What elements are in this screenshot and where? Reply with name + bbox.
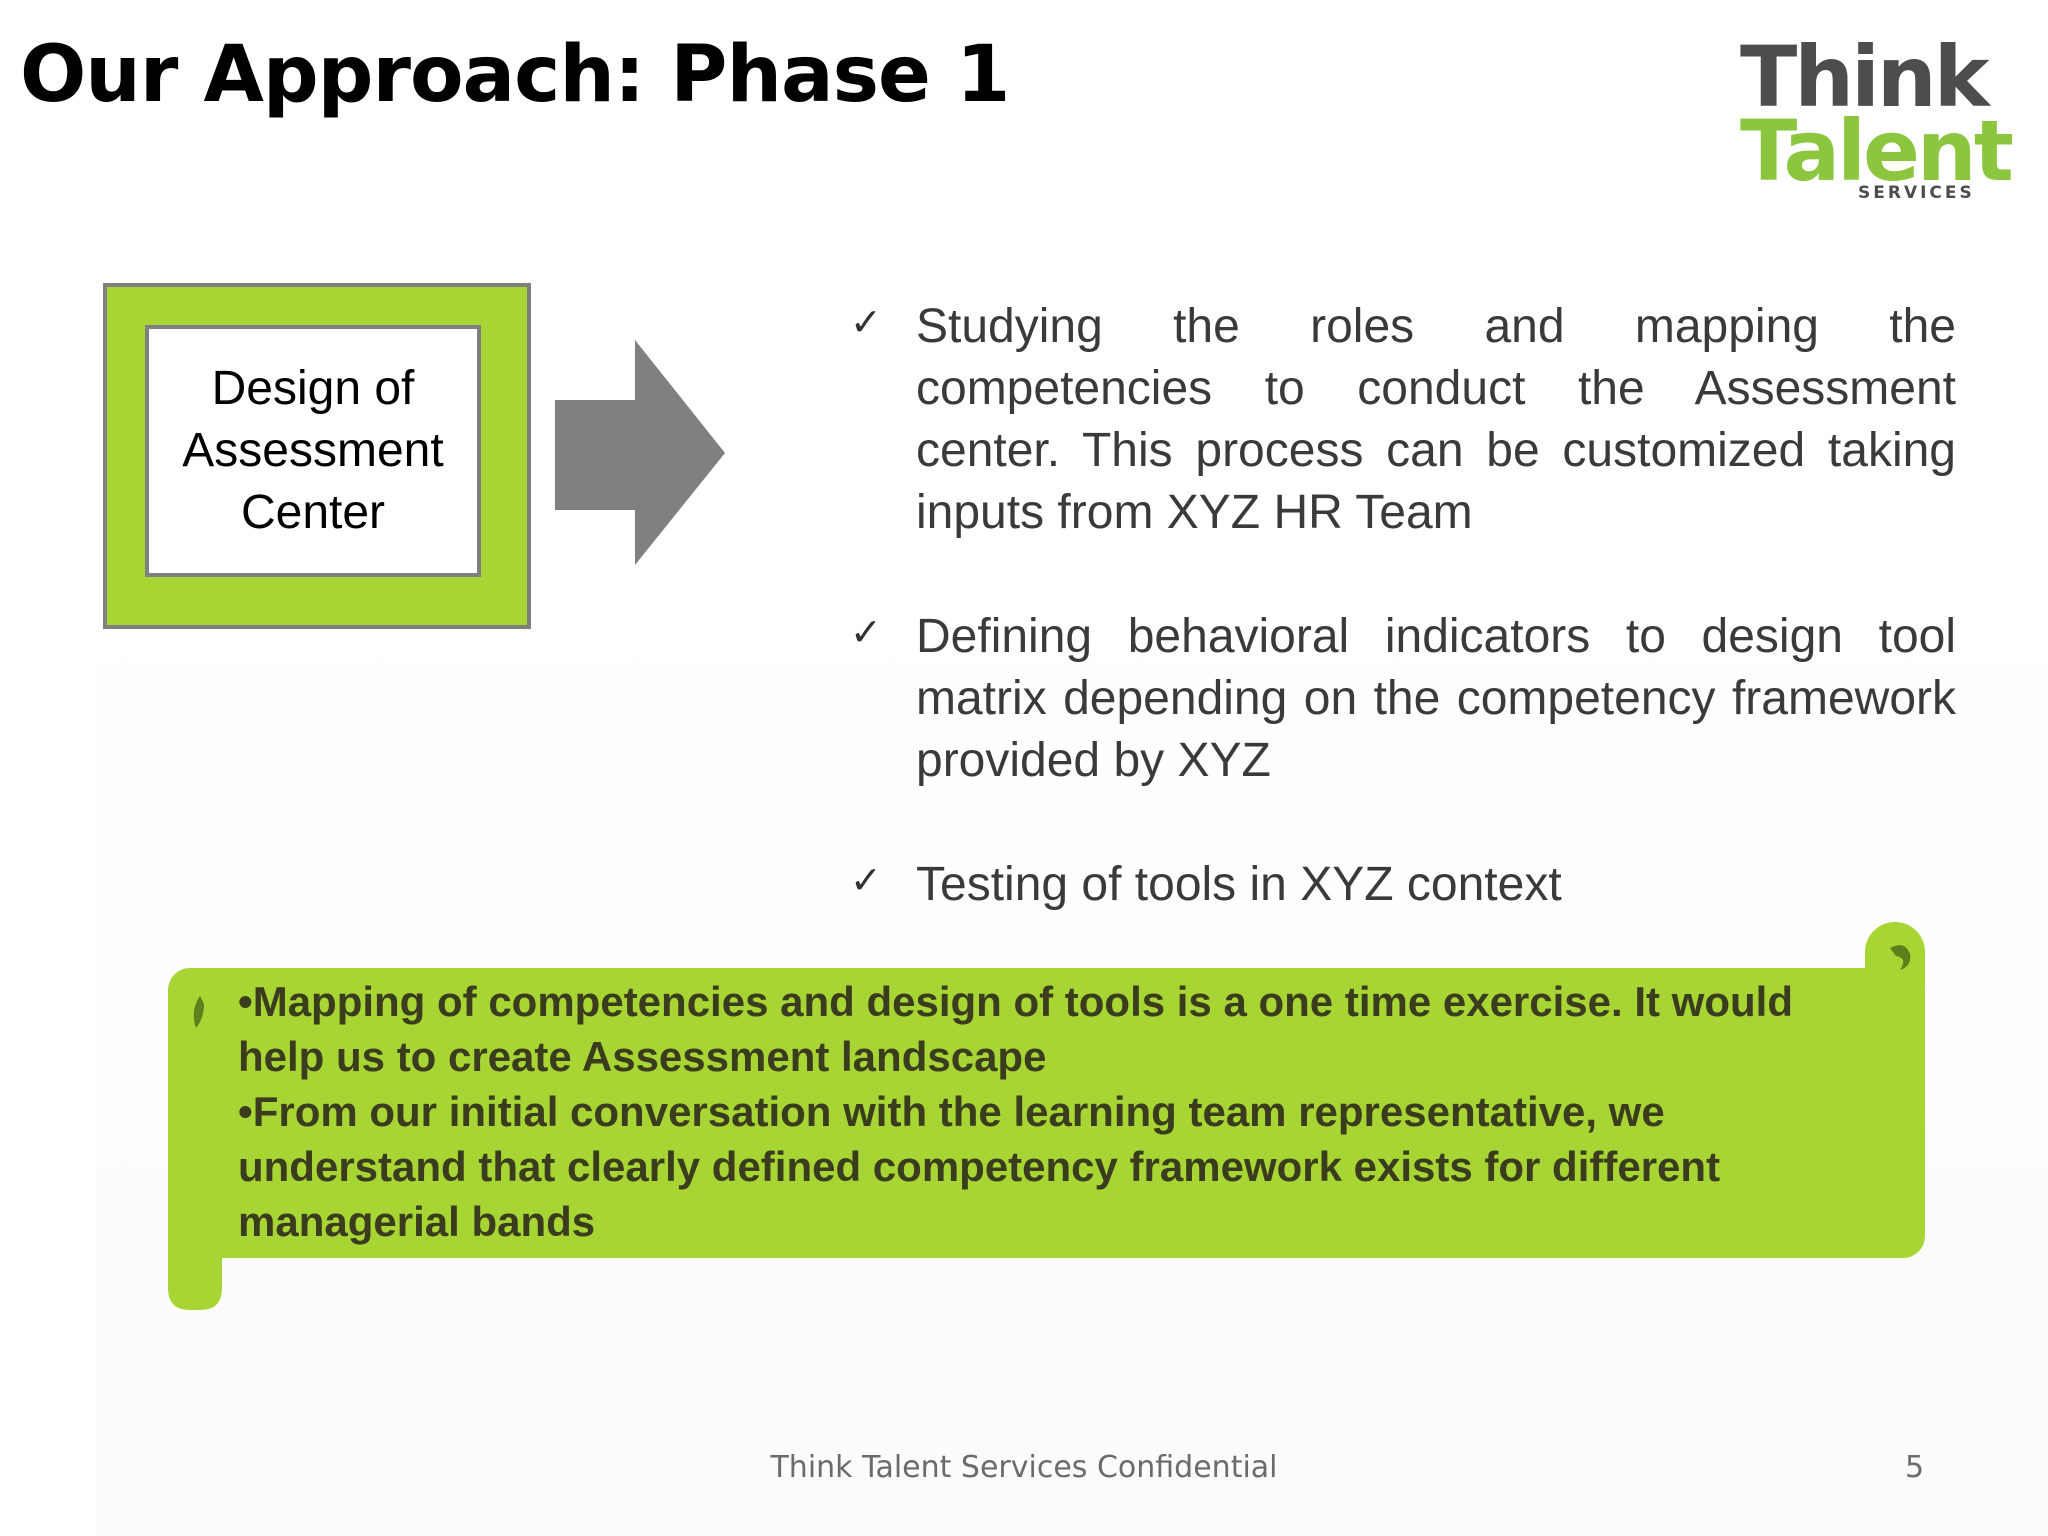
check-icon: ✓ [850,610,882,654]
logo-line-services: SERVICES [1858,183,1975,203]
callout-text: •Mapping of competencies and design of t… [238,974,1868,1249]
bullet-text: Testing of tools in XYZ context [916,858,1562,911]
callout-scroll-banner [168,922,1925,1310]
logo-line-think: Think [1740,30,1992,126]
callout-paragraph: •From our initial conversation with the … [238,1088,1721,1245]
slide-title: Our Approach: Phase 1 [20,30,1010,120]
footer-confidential: Think Talent Services Confidential [770,1450,1278,1485]
bullet-item: ✓ Testing of tools in XYZ context [850,854,1956,916]
bullet-item: ✓ Studying the roles and mapping the com… [850,296,1956,544]
check-icon: ✓ [850,858,882,902]
callout-paragraph: •Mapping of competencies and design of t… [238,978,1793,1080]
page-number: 5 [1905,1450,1925,1485]
logo-line-talent: Talent [1740,102,2013,200]
bullet-text: Studying the roles and mapping the compe… [916,300,1956,539]
phase-box-inner: Design of Assessment Center [145,325,481,577]
bullet-text: Defining behavioral indicators to design… [916,610,1956,787]
bullet-item: ✓ Defining behavioral indicators to desi… [850,606,1956,792]
check-icon: ✓ [850,300,882,344]
phase-box-label: Design of Assessment Center [182,362,444,539]
right-arrow-icon [555,340,725,565]
think-talent-logo: Think Talent SERVICES [1730,28,2030,205]
